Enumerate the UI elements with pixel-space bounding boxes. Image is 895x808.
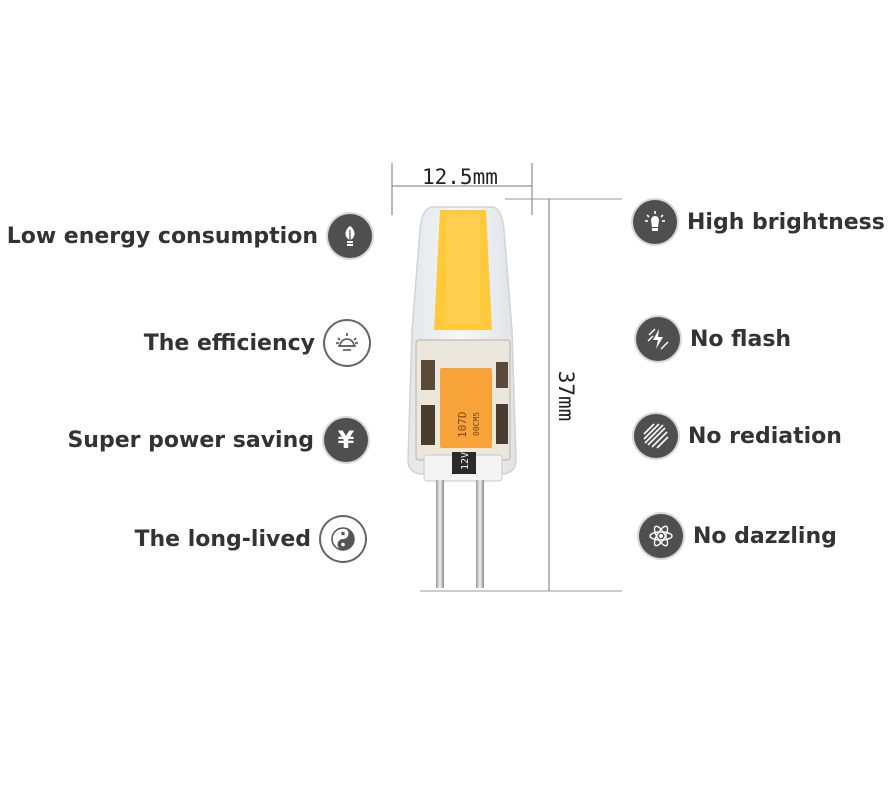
feature-power-saving: Super power saving ¥ [67, 418, 368, 462]
feature-label: Super power saving [67, 427, 314, 453]
yen-glyph: ¥ [337, 426, 355, 454]
feature-label: No rediation [688, 423, 842, 449]
sun-icon [325, 321, 369, 365]
feature-no-radiation: No rediation [634, 414, 842, 458]
smd-component [496, 362, 508, 388]
feature-label: Low energy consumption [6, 223, 318, 249]
bright-bulb-icon [633, 200, 677, 244]
feature-long-lived: The long-lived [134, 517, 365, 561]
feature-low-energy: Low energy consumption [7, 214, 372, 258]
stripes-icon [634, 414, 678, 458]
feature-label: The efficiency [143, 330, 315, 356]
base-text: 12V [460, 452, 471, 470]
pin-left [436, 480, 444, 588]
tantalum-capacitor [440, 368, 492, 448]
feature-no-flash: No flash [636, 317, 791, 361]
feature-label: High brightness [687, 209, 885, 235]
yin-yang-icon [321, 517, 365, 561]
no-flash-icon [636, 317, 680, 361]
feature-high-brightness: High brightness [633, 200, 885, 244]
chip-subtext: 00CM5 [472, 412, 481, 436]
smd-component [496, 404, 508, 444]
pin-right [476, 480, 484, 588]
feature-efficiency: The efficiency [144, 321, 369, 365]
base-label-bg [452, 452, 476, 474]
feature-label: No flash [690, 326, 792, 352]
leaf-bulb-icon [328, 214, 372, 258]
feature-no-dazzling: No dazzling [639, 514, 837, 558]
smd-component [421, 405, 435, 445]
cob-led-highlight [446, 214, 480, 324]
feature-label: No dazzling [693, 523, 837, 549]
smd-component [421, 360, 435, 390]
feature-label: The long-lived [134, 526, 311, 552]
atom-icon [639, 514, 683, 558]
chip-text: 107D [456, 412, 469, 439]
width-dimension-label: 12.5mm [422, 165, 498, 189]
yen-icon: ¥ [324, 418, 368, 462]
